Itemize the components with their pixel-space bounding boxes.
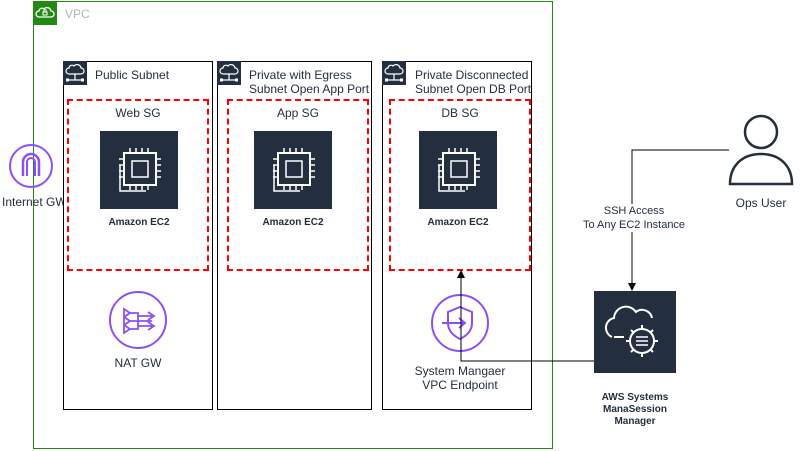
ec2-label: Amazon EC2 [108,217,170,228]
ops-user-label: Ops User [735,196,787,210]
internet-gw-label: Internet GW [2,195,67,209]
subnet-title: Private with Egress Subnet Open App Port [249,68,370,96]
subnet-icon [217,61,241,85]
vpc-endpoint-label: System Mangaer VPC Endpoint [414,364,506,392]
security-group-label: Web SG [115,106,161,120]
systems-manager-icon [594,291,676,373]
ec2-label: Amazon EC2 [262,217,324,228]
public-subnet [63,61,213,410]
ec2-icon [100,131,178,209]
ec2-icon [254,131,332,209]
subnet-title: Public Subnet [95,68,170,82]
ec2-icon [419,131,497,209]
vpc-cloud-icon [33,1,57,25]
nat-gateway-icon [108,290,168,350]
subnet-icon [63,61,87,85]
ssh-access-note: SSH Access To Any EC2 Instance [571,204,697,232]
vpc-group [33,1,553,449]
internet-gateway-icon [8,143,54,189]
systems-manager-label: AWS Systems ManaSession Manager [601,392,669,427]
vpc-label: VPC [65,7,90,21]
user-icon [727,110,802,190]
private-egress-subnet [217,61,372,410]
nat-gw-label: NAT GW [114,356,162,370]
security-group-label: App SG [276,106,320,120]
subnet-icon [382,61,406,85]
security-group [67,99,209,271]
subnet-title: Private Disconnected Subnet Open DB Port [415,68,532,96]
security-group-label: DB SG [441,106,479,120]
ec2-label: Amazon EC2 [427,217,489,228]
security-group [389,99,531,271]
security-group [227,99,369,271]
